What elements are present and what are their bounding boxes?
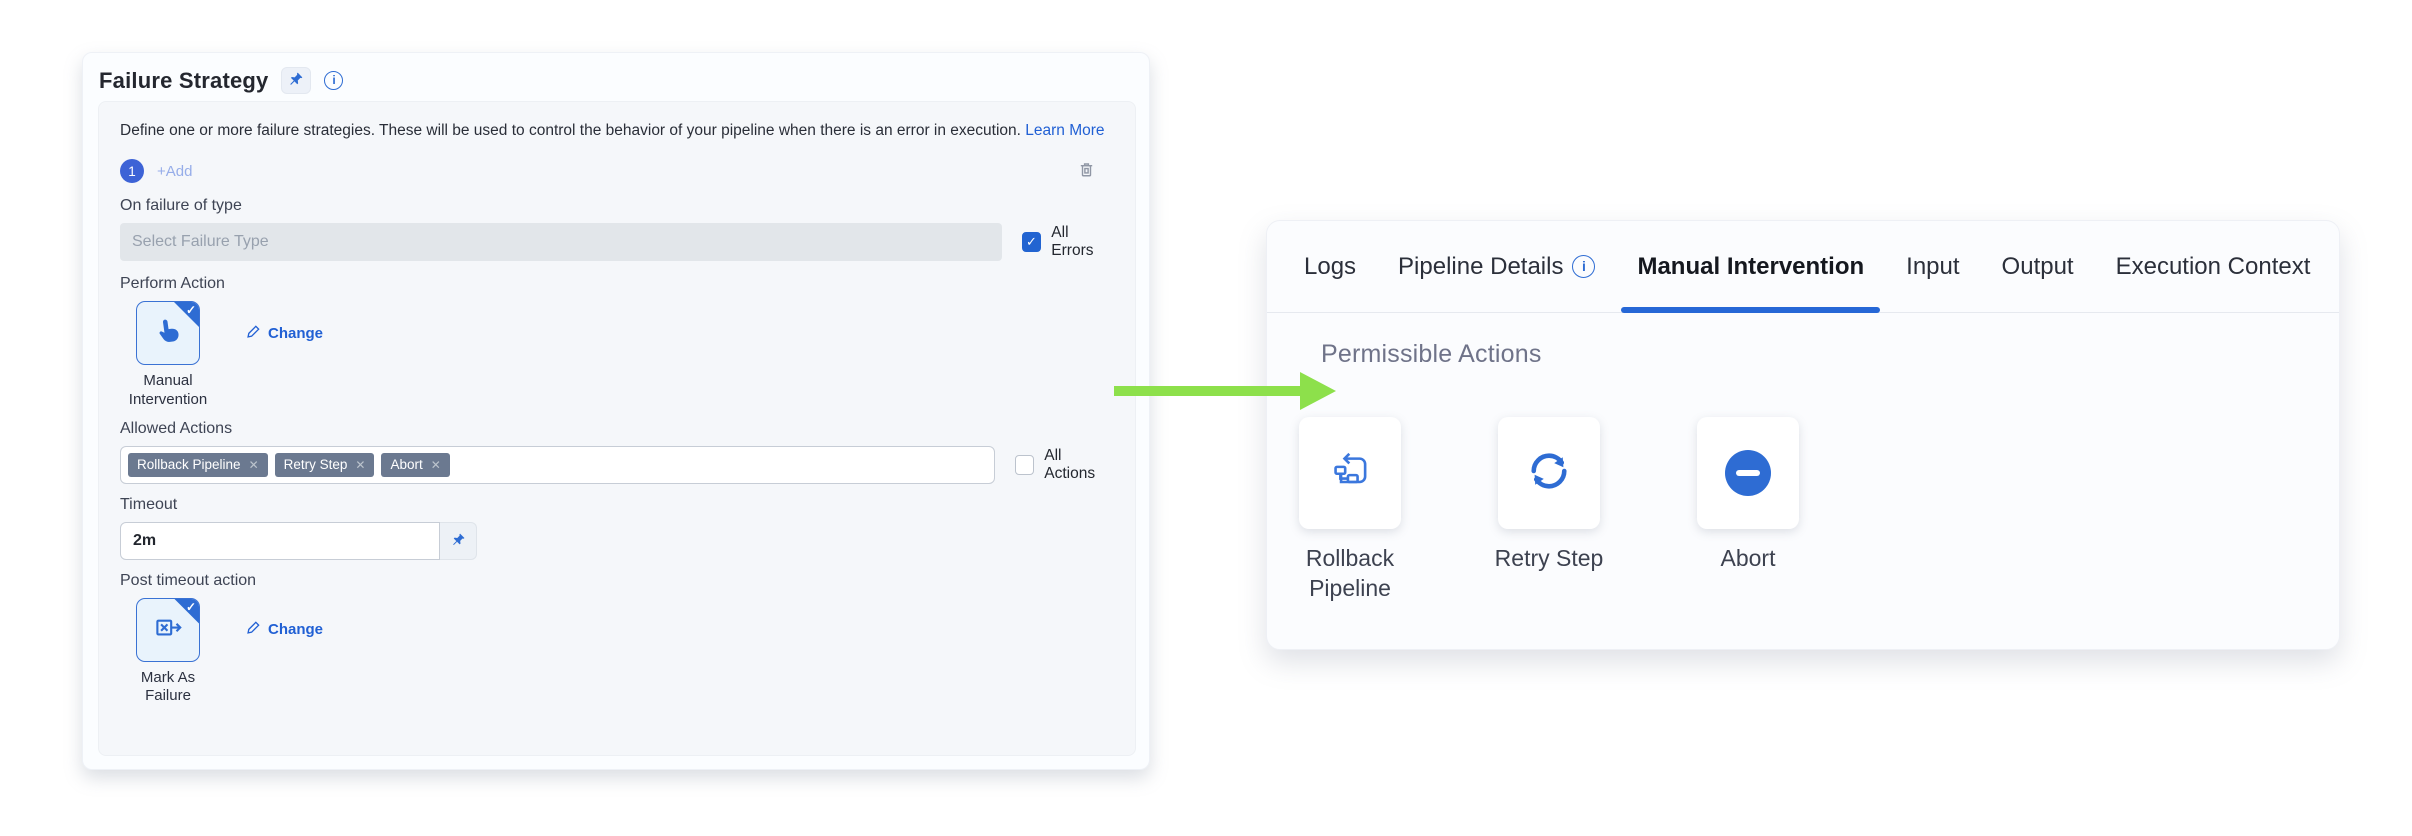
close-icon[interactable]: ✕ bbox=[355, 457, 366, 472]
change-post-timeout-button[interactable]: Change bbox=[246, 621, 323, 639]
check-icon: ✓ bbox=[185, 303, 196, 317]
checkbox-checked-icon: ✓ bbox=[1021, 232, 1042, 252]
permissible-actions-row: Rollback Pipeline bbox=[1299, 417, 2339, 604]
action-retry-step: Retry Step bbox=[1495, 417, 1603, 604]
tab-execution-context[interactable]: Execution Context bbox=[2115, 252, 2311, 280]
tab-bar: Logs Pipeline Details i Manual Intervent… bbox=[1267, 221, 2339, 313]
tag-retry-step: Retry Step ✕ bbox=[274, 452, 375, 477]
tab-logs[interactable]: Logs bbox=[1304, 252, 1357, 280]
post-timeout-value: Mark As Failure bbox=[140, 668, 196, 705]
manual-intervention-icon bbox=[152, 315, 184, 352]
add-strategy-button[interactable]: +Add bbox=[157, 162, 193, 180]
tag-rollback-pipeline: Rollback Pipeline ✕ bbox=[128, 452, 268, 477]
abort-icon bbox=[1725, 450, 1771, 496]
tab-pipeline-details[interactable]: Pipeline Details i bbox=[1377, 221, 1616, 312]
execution-detail-panel: Logs Pipeline Details i Manual Intervent… bbox=[1266, 220, 2340, 650]
tab-output[interactable]: Output bbox=[2001, 252, 2074, 280]
all-errors-checkbox[interactable]: ✓ All Errors bbox=[1021, 224, 1114, 260]
info-icon[interactable]: i bbox=[1572, 255, 1596, 278]
on-failure-label: On failure of type bbox=[120, 197, 242, 214]
allowed-actions-row: Rollback Pipeline ✕ Retry Step ✕ Abort ✕… bbox=[120, 445, 1114, 484]
failure-strategy-header: Failure Strategy i bbox=[83, 53, 1149, 94]
strategy-list-row: 1 +Add bbox=[120, 159, 1114, 183]
action-rollback-pipeline: Rollback Pipeline bbox=[1299, 417, 1401, 604]
retry-step-button[interactable] bbox=[1498, 417, 1600, 529]
perform-action-label: Perform Action bbox=[120, 275, 225, 292]
checkbox-empty-icon bbox=[1014, 454, 1035, 475]
pin-button[interactable] bbox=[281, 67, 312, 94]
perform-action-value: Manual Intervention bbox=[128, 372, 208, 408]
allowed-actions-input[interactable]: Rollback Pipeline ✕ Retry Step ✕ Abort ✕ bbox=[120, 445, 995, 484]
failure-strategy-body: Define one or more failure strategies. T… bbox=[98, 101, 1136, 756]
tag-abort: Abort ✕ bbox=[381, 452, 450, 477]
failure-strategy-panel: Failure Strategy i Define one or more fa… bbox=[82, 52, 1150, 770]
edit-icon bbox=[246, 620, 261, 639]
close-icon[interactable]: ✕ bbox=[430, 457, 441, 472]
rollback-pipeline-button[interactable] bbox=[1299, 417, 1401, 529]
timeout-row bbox=[120, 521, 1114, 560]
pin-icon bbox=[288, 71, 304, 90]
failure-type-row: ✓ All Errors bbox=[120, 223, 1114, 261]
tab-manual-intervention[interactable]: Manual Intervention bbox=[1616, 221, 1885, 313]
retry-step-icon bbox=[1525, 447, 1573, 500]
abort-button[interactable] bbox=[1697, 417, 1799, 529]
mark-as-failure-card[interactable]: ✓ bbox=[136, 597, 200, 662]
check-icon: ✓ bbox=[185, 599, 196, 614]
failure-type-select[interactable] bbox=[120, 223, 1002, 261]
trash-icon bbox=[1077, 160, 1096, 182]
timeout-pin-button[interactable] bbox=[440, 521, 477, 560]
perform-action-row: ✓ Manual Intervention Change bbox=[120, 301, 1114, 410]
learn-more-link[interactable]: Learn More bbox=[1025, 122, 1105, 139]
description-text: Define one or more failure strategies. T… bbox=[120, 122, 1105, 139]
page-title: Failure Strategy bbox=[99, 67, 269, 93]
post-timeout-label: Post timeout action bbox=[120, 571, 257, 589]
mark-as-failure-icon bbox=[151, 610, 185, 649]
all-actions-checkbox[interactable]: All Actions bbox=[1014, 446, 1114, 483]
edit-icon bbox=[246, 324, 261, 343]
all-errors-label: All Errors bbox=[1051, 224, 1094, 259]
timeout-label: Timeout bbox=[120, 495, 178, 513]
rollback-pipeline-icon bbox=[1328, 449, 1372, 498]
pin-icon bbox=[451, 532, 466, 550]
strategy-index-badge[interactable]: 1 bbox=[120, 159, 144, 183]
allowed-actions-label: Allowed Actions bbox=[120, 419, 233, 437]
info-icon[interactable]: i bbox=[324, 71, 344, 90]
post-timeout-row: ✓ Mark As Failure bbox=[120, 597, 1114, 707]
close-icon[interactable]: ✕ bbox=[248, 457, 259, 472]
timeout-input[interactable] bbox=[120, 521, 440, 560]
delete-strategy-button[interactable] bbox=[1077, 160, 1096, 182]
action-abort: Abort bbox=[1697, 417, 1799, 604]
manual-intervention-card[interactable]: ✓ bbox=[136, 301, 200, 365]
all-actions-label: All Actions bbox=[1044, 446, 1096, 482]
permissible-actions-heading: Permissible Actions bbox=[1321, 340, 1542, 368]
change-action-button[interactable]: Change bbox=[246, 324, 323, 342]
callout-arrow-icon bbox=[1114, 372, 1336, 410]
tab-input[interactable]: Input bbox=[1906, 252, 1960, 280]
